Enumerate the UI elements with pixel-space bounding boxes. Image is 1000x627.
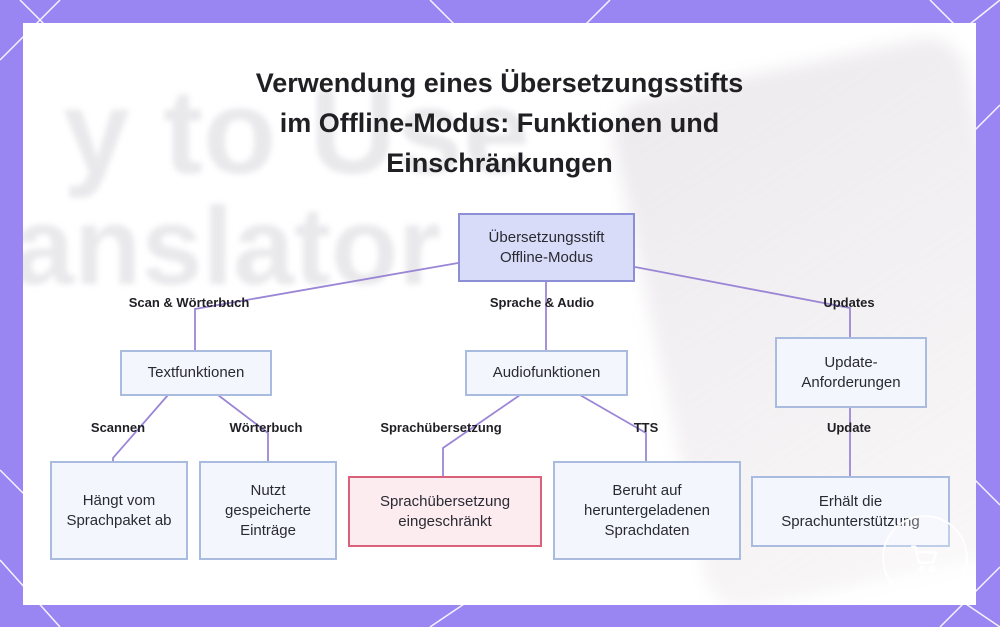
edge-root-update	[634, 266, 851, 338]
title-line1: Verwendung eines Übersetzungsstifts	[255, 68, 744, 98]
node-depends-on-language-pack: Hängt vom Sprachpaket ab	[50, 461, 188, 560]
edge-label-speech-translation: Sprachübersetzung	[380, 420, 502, 435]
node-text-functions: Textfunktionen	[120, 350, 272, 396]
title-line3: Einschränkungen	[386, 148, 613, 178]
shopping-cart-icon	[910, 545, 938, 572]
edge-text-dictionary	[217, 394, 269, 463]
edge-label-update: Update	[826, 420, 872, 435]
edge-label-updates: Updates	[823, 295, 875, 310]
edge-audio-tts	[579, 394, 647, 463]
node-audio-functions: Audiofunktionen	[465, 350, 628, 396]
diagram-title: Verwendung eines Übersetzungsstifts im O…	[23, 63, 976, 183]
edge-root-text	[194, 262, 459, 353]
diagram-card: y to Use anslator Verwendung eines Übers…	[23, 23, 976, 605]
edge-label-scan: Scannen	[90, 420, 146, 435]
corner-badge[interactable]	[882, 515, 968, 601]
node-speech-translation-limited: Sprachübersetzung eingeschränkt	[348, 476, 542, 547]
edge-label-speech-audio: Sprache & Audio	[489, 295, 595, 310]
title-line2: im Offline-Modus: Funktionen und	[279, 108, 720, 138]
node-based-on-downloaded-data: Beruht auf heruntergeladenen Sprachdaten	[553, 461, 741, 560]
edge-label-dictionary: Wörterbuch	[229, 420, 303, 435]
node-root: Übersetzungsstift Offline-Modus	[458, 213, 635, 282]
connector-lines	[112, 262, 851, 478]
node-uses-stored-entries: Nutzt gespeicherte Einträge	[199, 461, 337, 560]
edge-audio-speech	[442, 394, 521, 476]
edge-label-scan-dictionary: Scan & Wörterbuch	[128, 295, 250, 310]
edge-label-tts: TTS	[633, 420, 659, 435]
node-update-requirements: Update-Anforderungen	[775, 337, 927, 408]
